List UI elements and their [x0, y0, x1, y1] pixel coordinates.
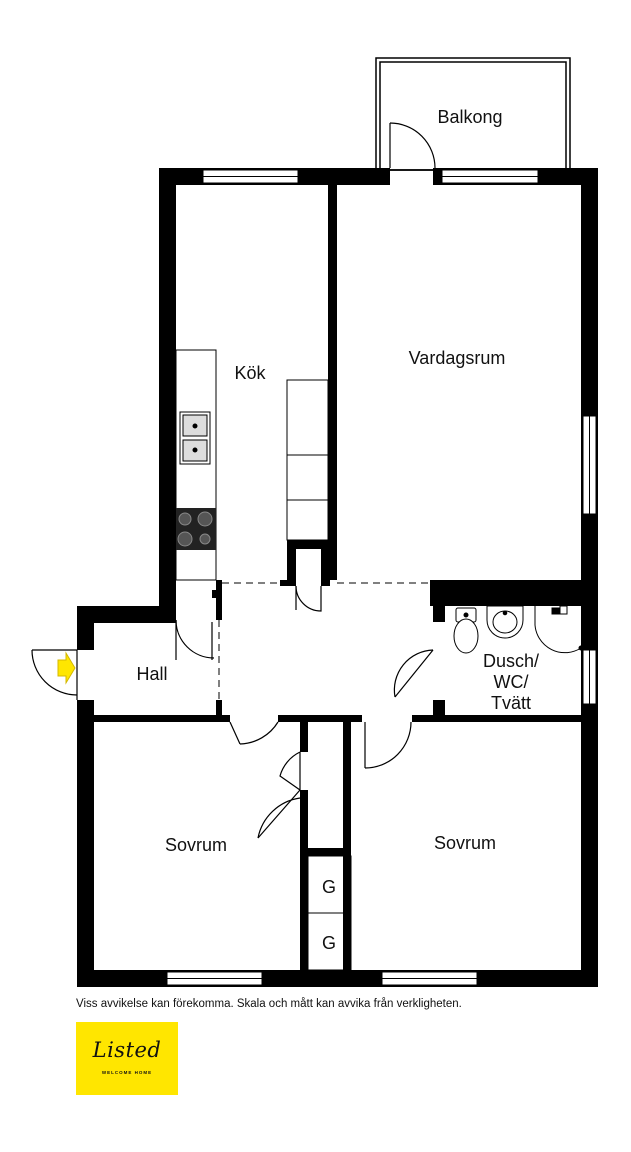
washbasin-icon: [486, 605, 524, 639]
closet-label-2: G: [322, 933, 336, 953]
toilet-icon: [453, 607, 479, 654]
room-label-tvatt: Tvätt: [491, 693, 531, 713]
listed-logo: Listed WELCOME HOME: [76, 1022, 178, 1095]
kitchen-counters: [175, 349, 329, 581]
logo-word: Listed: [92, 1038, 162, 1062]
room-label-balkong: Balkong: [437, 107, 502, 127]
doors: [31, 122, 436, 839]
room-label-vardagsrum: Vardagsrum: [409, 348, 506, 368]
exterior-walls: [77, 168, 598, 987]
disclaimer-text: Viss avvikelse kan förekomma. Skala och …: [76, 998, 462, 1010]
windows: [166, 169, 597, 986]
room-label-sovrum-left: Sovrum: [165, 835, 227, 855]
shower-icon: [534, 605, 584, 654]
closet-label-1: G: [322, 877, 336, 897]
floor-plan: Balkong Kök Vardagsrum Hall Dusch/ WC/ T…: [31, 57, 598, 987]
room-label-wc: WC/: [494, 672, 529, 692]
logo-tagline: WELCOME HOME: [101, 1070, 153, 1075]
entry-arrow-icon: [57, 651, 76, 685]
double-sink-icon: [179, 411, 211, 465]
closets: [307, 855, 352, 971]
room-label-kok: Kök: [234, 363, 266, 383]
dashed-openings: [218, 582, 430, 700]
stove-icon: [176, 508, 216, 550]
room-label-dusch: Dusch/: [483, 651, 539, 671]
room-label-sovrum-right: Sovrum: [434, 833, 496, 853]
interior-walls: [94, 185, 598, 970]
room-label-hall: Hall: [136, 664, 167, 684]
